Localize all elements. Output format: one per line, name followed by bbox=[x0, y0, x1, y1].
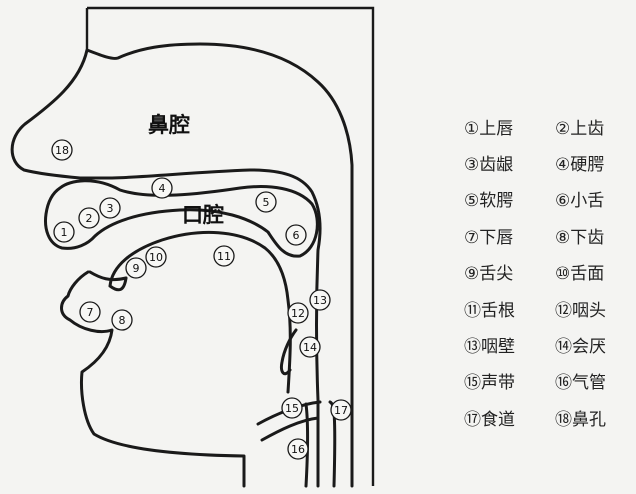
marker-number: 10 bbox=[149, 251, 163, 264]
marker-7: 7 bbox=[80, 302, 100, 322]
marker-11: 11 bbox=[214, 246, 234, 266]
legend-row: ⑬咽壁 ⑭会厌 bbox=[464, 326, 634, 362]
marker-6: 6 bbox=[286, 225, 306, 245]
legend-item: ⑧下齿 bbox=[555, 223, 633, 248]
marker-number: 2 bbox=[86, 212, 93, 225]
marker-16: 16 bbox=[288, 439, 308, 459]
marker-4: 4 bbox=[152, 178, 172, 198]
legend-item: ④硬腭 bbox=[555, 150, 633, 175]
legend-item: ⑨舌尖 bbox=[464, 259, 555, 284]
marker-number: 16 bbox=[291, 443, 305, 456]
marker-number: 1 bbox=[61, 226, 68, 239]
marker-number: 14 bbox=[303, 341, 317, 354]
legend-item: ⑰食道 bbox=[464, 405, 555, 430]
marker-number: 7 bbox=[87, 306, 94, 319]
marker-3: 3 bbox=[100, 198, 120, 218]
legend-item: ⑬咽壁 bbox=[464, 332, 555, 357]
legend-item: ⑩舌面 bbox=[555, 259, 633, 284]
legend-item: ⑪舌根 bbox=[464, 296, 555, 321]
marker-number: 18 bbox=[55, 144, 69, 157]
legend-item: ①上唇 bbox=[464, 114, 555, 139]
marker-number: 6 bbox=[293, 229, 300, 242]
marker-12: 12 bbox=[288, 303, 308, 323]
marker-13: 13 bbox=[310, 290, 330, 310]
marker-number: 3 bbox=[107, 202, 114, 215]
marker-15: 15 bbox=[282, 398, 302, 418]
marker-number: 12 bbox=[291, 307, 305, 320]
marker-18: 18 bbox=[52, 140, 72, 160]
legend-row: ⑰食道 ⑱鼻孔 bbox=[464, 399, 634, 435]
legend-item: ③齿龈 bbox=[464, 150, 555, 175]
legend-item: ⑥小舌 bbox=[555, 186, 633, 211]
legend-item: ⑦下唇 bbox=[464, 223, 555, 248]
diagram-frame bbox=[87, 8, 373, 486]
tongue-outline bbox=[110, 232, 290, 392]
marker-1: 1 bbox=[54, 222, 74, 242]
legend-row: ⑨舌尖 ⑩舌面 bbox=[464, 254, 634, 290]
marker-number: 4 bbox=[159, 182, 166, 195]
legend-item: ⑯气管 bbox=[555, 368, 633, 393]
legend-item: ⑤软腭 bbox=[464, 186, 555, 211]
marker-14: 14 bbox=[300, 337, 320, 357]
marker-number: 9 bbox=[133, 262, 140, 275]
legend-item: ⑭会厌 bbox=[555, 332, 633, 357]
marker-5: 5 bbox=[256, 192, 276, 212]
marker-8: 8 bbox=[112, 310, 132, 330]
legend: ①上唇 ②上齿 ③齿龈 ④硬腭 ⑤软腭 ⑥小舌 ⑦下唇 ⑧下齿 ⑨舌尖 ⑩舌面 … bbox=[464, 108, 634, 436]
marker-number: 17 bbox=[334, 404, 348, 417]
marker-number: 5 bbox=[263, 196, 270, 209]
marker-10: 10 bbox=[146, 247, 166, 267]
legend-row: ⑦下唇 ⑧下齿 bbox=[464, 217, 634, 253]
legend-row: ⑪舌根 ⑫咽头 bbox=[464, 290, 634, 326]
legend-item: ⑱鼻孔 bbox=[555, 405, 633, 430]
marker-9: 9 bbox=[126, 258, 146, 278]
nasal-cavity-label: 鼻腔 bbox=[148, 113, 190, 137]
marker-number: 11 bbox=[217, 250, 231, 263]
legend-item: ⑫咽头 bbox=[555, 296, 633, 321]
legend-row: ①上唇 ②上齿 bbox=[464, 108, 634, 144]
marker-number: 15 bbox=[285, 402, 299, 415]
legend-item: ②上齿 bbox=[555, 114, 633, 139]
marker-2: 2 bbox=[79, 208, 99, 228]
marker-number: 13 bbox=[313, 294, 327, 307]
legend-item: ⑮声带 bbox=[464, 368, 555, 393]
legend-row: ③齿龈 ④硬腭 bbox=[464, 144, 634, 180]
legend-row: ⑮声带 ⑯气管 bbox=[464, 363, 634, 399]
oral-cavity-label: 口腔 bbox=[182, 203, 224, 227]
nasal-cavity-outline bbox=[12, 44, 352, 486]
legend-row: ⑤软腭 ⑥小舌 bbox=[464, 181, 634, 217]
marker-number: 8 bbox=[119, 314, 126, 327]
marker-17: 17 bbox=[331, 400, 351, 420]
